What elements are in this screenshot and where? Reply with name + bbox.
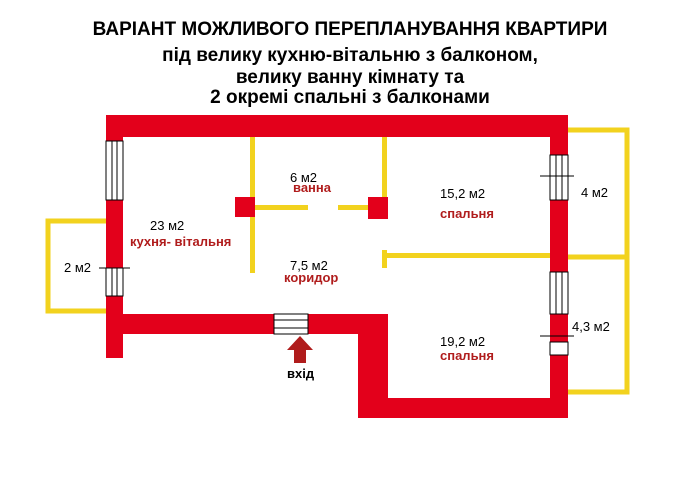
wall-bottom-right (358, 398, 568, 418)
column-left (235, 197, 255, 217)
bath-name: ванна (293, 180, 332, 195)
bedroom1-area: 15,2 м2 (440, 186, 485, 201)
plan-title-line-4: 2 окремі спальні з балконами (210, 87, 490, 108)
wall-step-lower (358, 364, 388, 418)
wall-right-top (550, 115, 568, 155)
bedroom2-name: спальня (440, 348, 494, 363)
wall-bottom-left (106, 314, 274, 334)
corridor-area: 7,5 м2 (290, 258, 328, 273)
wall-left-top (106, 115, 123, 141)
corridor-name: коридор (284, 270, 338, 285)
entrance-arrow-icon (287, 336, 313, 363)
balcony-left (45, 218, 106, 314)
partition-corridor-bedroom (387, 253, 550, 258)
wall-right-mid (550, 200, 568, 272)
bedroom1-name: спальня (440, 206, 494, 221)
kitchen-name: кухня- вітальня (130, 234, 231, 249)
column-right (368, 197, 388, 219)
wall-right-low (550, 314, 568, 342)
wall-right-bottom (550, 355, 568, 418)
partition-bath-bedroom (382, 137, 387, 206)
balconies (45, 127, 630, 395)
bath-area: 6 м2 (290, 170, 317, 185)
window-left-bottom (99, 267, 130, 297)
plan-title-line-3: велику ванну кімнату та (235, 67, 465, 88)
partition-bath-left (255, 205, 308, 210)
window-left-top (105, 140, 124, 201)
entrance-label: вхід (287, 366, 315, 381)
window-right-mid (549, 271, 569, 315)
balcony-left-area: 2 м2 (64, 260, 91, 275)
wall-top (106, 115, 568, 137)
window-right-low (540, 335, 574, 356)
kitchen-area: 23 м2 (150, 218, 184, 233)
plan-title-line-2: під велику кухню-вітальню з балконом, (162, 45, 538, 66)
balcony-right-bottom-area: 4,3 м2 (572, 319, 610, 334)
bedroom2-area: 19,2 м2 (440, 334, 485, 349)
entrance-door (273, 313, 309, 335)
wall-step (358, 314, 388, 364)
plan-title-line-1: ВАРІАНТ МОЖЛИВОГО ПЕРЕПЛАНУВАННЯ КВАРТИР… (92, 19, 608, 40)
partitions (250, 137, 550, 273)
window-right-top (540, 154, 574, 201)
windows (99, 140, 574, 356)
balcony-right-bottom (564, 254, 630, 395)
balcony-right-top-area: 4 м2 (581, 185, 608, 200)
partition-corridor-bedroom-end (382, 250, 387, 268)
partition-bath-right (338, 205, 373, 210)
walls (106, 115, 568, 418)
wall-left-mid (106, 200, 123, 268)
